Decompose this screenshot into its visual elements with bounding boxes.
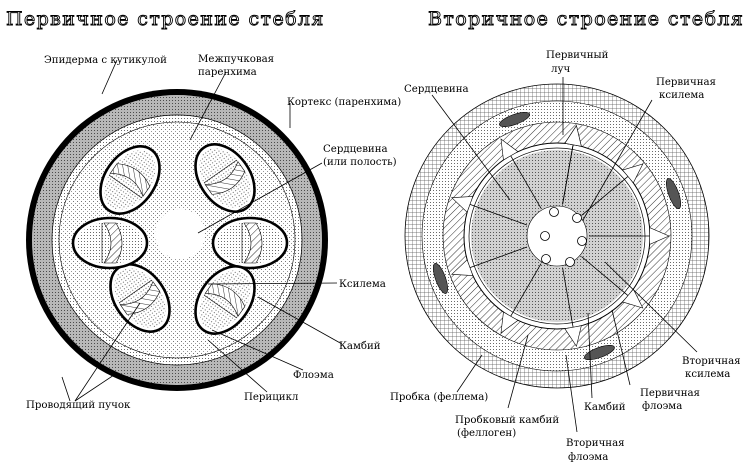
primary-title: Первичное строение стебля xyxy=(6,8,325,30)
bundle-xylem xyxy=(103,222,123,264)
ray-line xyxy=(562,144,574,205)
label-cork-cambium-1: Пробковый камбий xyxy=(455,414,559,426)
label-phloem: Флоэма xyxy=(293,370,334,381)
secondary-leaders xyxy=(431,77,698,433)
ray-line xyxy=(469,246,528,269)
bundle-cambium xyxy=(108,174,142,199)
ray-wedge xyxy=(500,311,519,334)
label-cork: Пробка (феллема) xyxy=(390,391,488,403)
phloem-fiber xyxy=(583,345,615,361)
label-secondary-phloem-1: Вторичная xyxy=(566,438,625,449)
pith-secondary xyxy=(526,205,588,267)
ray-wedge xyxy=(622,288,644,309)
ray-wedge xyxy=(622,163,644,184)
label-cortex: Кортекс (паренхима) xyxy=(287,96,401,108)
label-cork-cambium-2: (феллоген) xyxy=(457,427,516,439)
bundle-phloem xyxy=(217,222,283,264)
label-pith-2: (или полость) xyxy=(323,156,397,168)
xylem-vessel xyxy=(572,213,582,223)
label-vascular-bundle: Проводящий пучок xyxy=(26,400,131,411)
label-xylem: Ксилема xyxy=(339,279,386,290)
vascular-bundle xyxy=(109,263,171,333)
label-primary-phloem-1: Первичная xyxy=(640,388,700,399)
ray-line xyxy=(581,256,629,297)
ray-wedge xyxy=(649,227,670,245)
xylem-vessel xyxy=(577,236,587,246)
ray-line xyxy=(510,263,542,317)
primary-leaders xyxy=(61,59,343,402)
label-pith-1: Сердцевина xyxy=(323,144,388,155)
ray-wedge xyxy=(500,138,519,161)
xylem-vessel xyxy=(541,254,551,264)
label-primary-ray-2: луч xyxy=(551,64,570,75)
label-interfascicular-2: паренхима xyxy=(198,67,257,78)
phloem-fiber xyxy=(499,111,531,127)
bundle-cambium xyxy=(203,294,237,319)
label-cambium-secondary: Камбий xyxy=(584,401,626,413)
vascular-bundle xyxy=(194,143,256,213)
ray-line xyxy=(510,155,542,209)
bundle-xylem xyxy=(204,160,246,195)
label-primary-ray-1: Первичный xyxy=(546,50,609,61)
vascular-bundle xyxy=(194,265,256,335)
vascular-bundle xyxy=(99,145,161,215)
xylem-vessel xyxy=(540,231,550,241)
xylem-vessel xyxy=(565,257,575,267)
phloem-fiber xyxy=(666,178,682,210)
medullary-rays xyxy=(432,111,682,361)
bundle-cambium xyxy=(118,279,152,304)
label-pith: Сердцевина xyxy=(404,84,469,95)
ray-line xyxy=(562,267,574,328)
primary-structure: Первичное строение стебля Эпид xyxy=(6,8,402,411)
ray-wedge xyxy=(451,259,474,276)
pith xyxy=(155,209,205,259)
label-secondary-xylem-1: Вторичная xyxy=(682,356,741,367)
xylem-vessel xyxy=(549,207,559,217)
bundle-phloem xyxy=(77,222,143,264)
label-primary-xylem-2: ксилема xyxy=(659,90,704,101)
bundle-xylem xyxy=(243,222,263,264)
phloem-fiber xyxy=(432,262,448,294)
bundle-cambium xyxy=(203,159,237,184)
bundle-xylem xyxy=(109,163,151,198)
label-pericycle: Перицикл xyxy=(244,392,299,403)
vascular-bundle xyxy=(211,216,289,270)
label-primary-phloem-2: флоэма xyxy=(642,400,682,412)
label-epidermis: Эпидерма с кутикулой xyxy=(44,55,167,66)
label-secondary-phloem-2: флоэма xyxy=(568,451,608,463)
ray-wedge xyxy=(564,325,582,348)
secondary-structure: Вторичное строение стебля Пер xyxy=(390,8,744,463)
ray-wedge xyxy=(564,124,582,147)
label-cambium: Камбий xyxy=(339,340,381,352)
vascular-bundle xyxy=(71,216,149,270)
label-secondary-xylem-2: ксилема xyxy=(685,369,730,380)
bundle-xylem xyxy=(119,280,161,315)
primary-xylem-vessels xyxy=(540,207,587,267)
ray-wedge xyxy=(451,196,474,213)
vascular-bundles xyxy=(71,143,289,335)
label-interfascicular-1: Межпучковая xyxy=(198,54,274,65)
secondary-title: Вторичное строение стебля xyxy=(428,8,744,30)
ray-line xyxy=(469,203,528,226)
bundle-xylem xyxy=(204,283,246,318)
label-primary-xylem-1: Первичная xyxy=(656,77,716,88)
